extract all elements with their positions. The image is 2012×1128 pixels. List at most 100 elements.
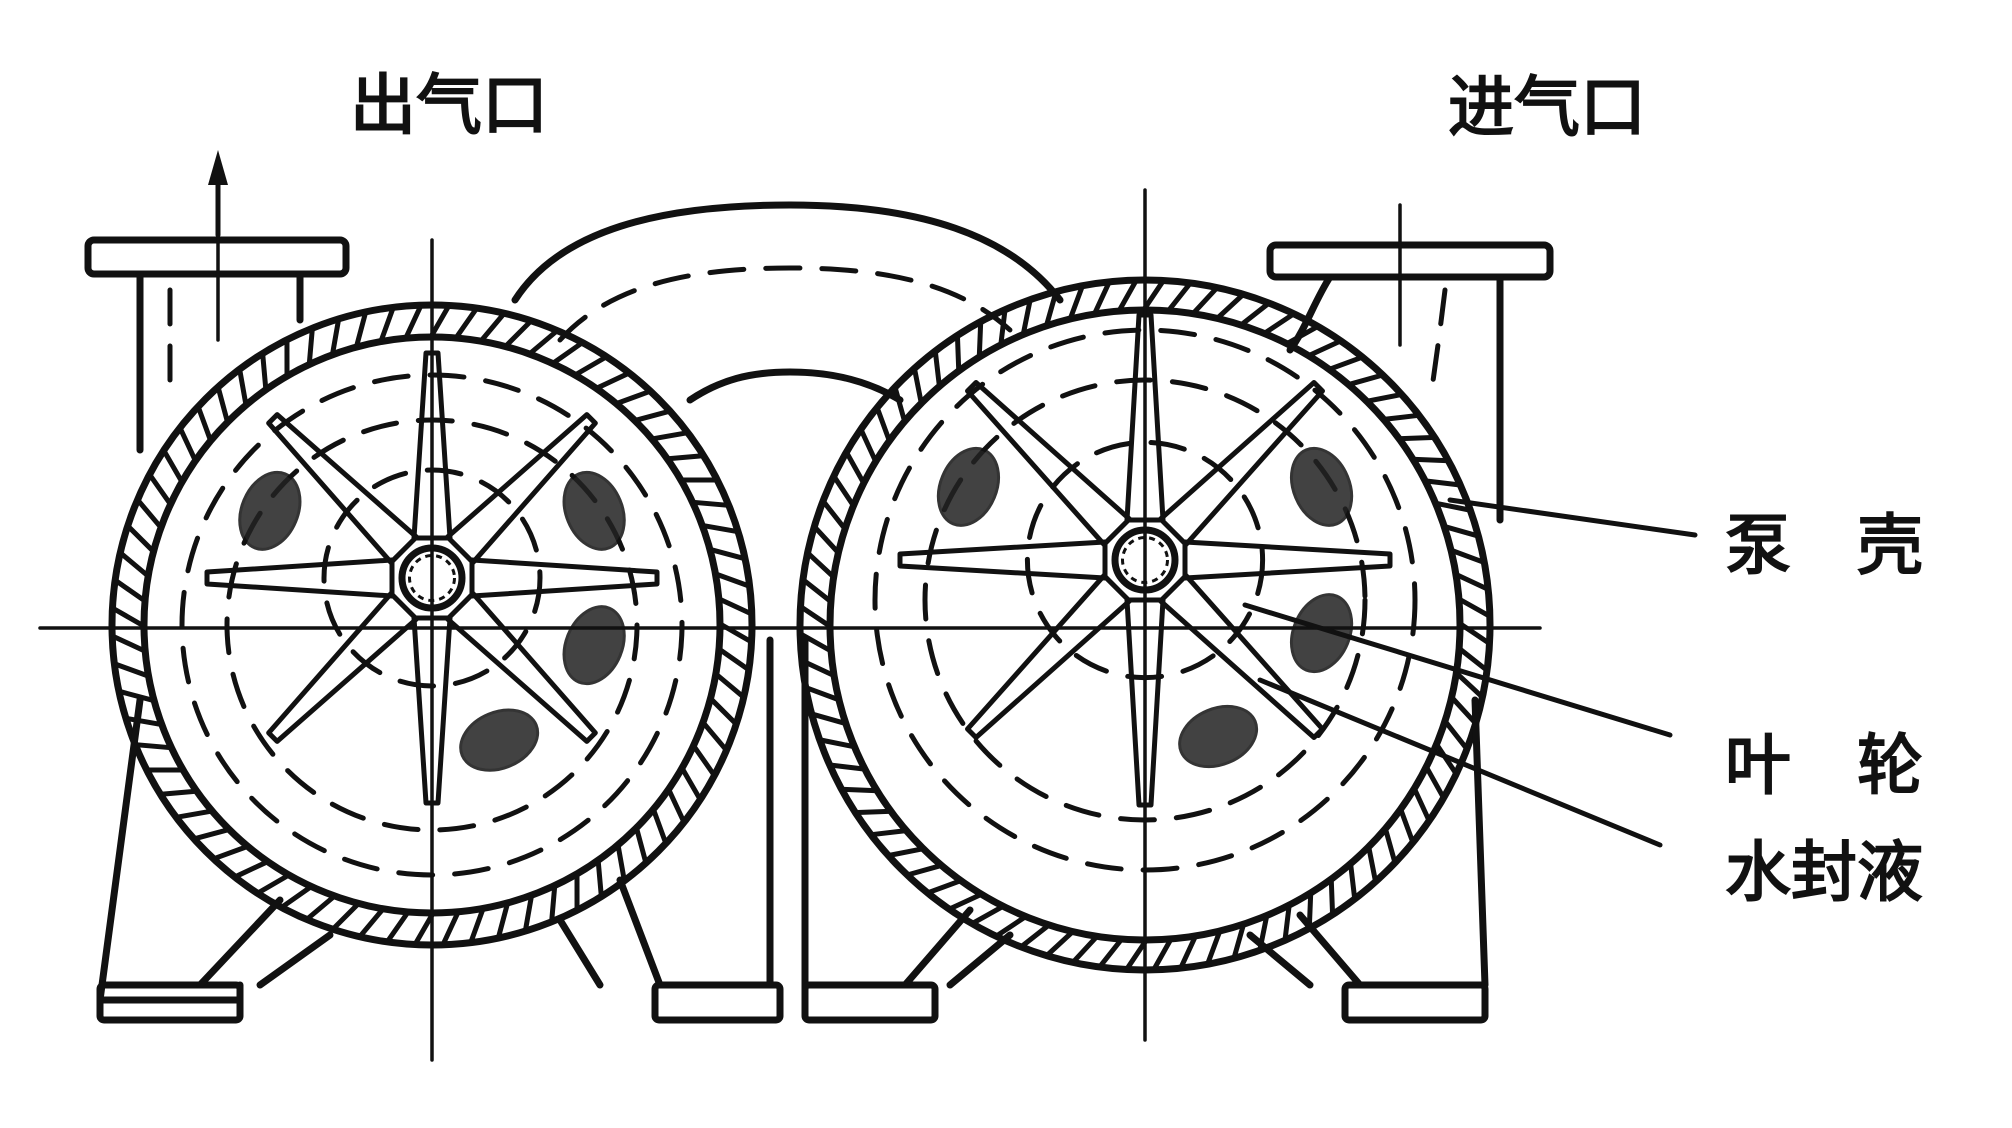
hatch-mark (998, 309, 1008, 346)
hatch-mark (859, 428, 878, 462)
leader-lines (1242, 497, 1698, 848)
hatch-mark (479, 312, 506, 342)
hatch-mark (175, 808, 213, 820)
hatch-mark (1068, 285, 1085, 320)
impeller-blade (965, 573, 1132, 740)
seal-liquid-pocket (238, 470, 302, 551)
impeller-blade (1158, 380, 1325, 547)
impeller-blade (411, 350, 453, 541)
hatch-mark (1286, 325, 1319, 346)
hatch-mark (832, 475, 855, 507)
hatch-mark (948, 892, 982, 911)
hatch-mark (702, 721, 728, 752)
hatch-mark (709, 697, 738, 726)
hatch-mark (1366, 392, 1402, 404)
hatch-mark (927, 878, 962, 895)
hatch-mark (1412, 456, 1449, 464)
hatch-mark (702, 523, 739, 534)
right-impeller (897, 312, 1393, 808)
hatch-mark (634, 409, 671, 423)
hatch-mark (971, 904, 1004, 925)
hatch-mark (1348, 863, 1357, 900)
hatch-mark (111, 634, 146, 653)
left-casing-hatch (111, 304, 753, 946)
hatch-mark (496, 902, 510, 939)
hatch-mark (1125, 939, 1148, 971)
hatch-mark (528, 329, 559, 355)
hatch-mark (306, 327, 315, 365)
seal-liquid-label: 水封液 (1725, 834, 1923, 911)
hatch-mark (1282, 904, 1292, 941)
impeller-blade (266, 591, 419, 744)
hatch-mark (234, 860, 269, 879)
seal-liquid-pocket (1289, 446, 1354, 527)
seal-liquid-pocket (459, 708, 540, 772)
hatch-mark (1092, 281, 1111, 315)
hatch-mark (801, 659, 835, 678)
hatch-mark (1443, 720, 1469, 750)
hatch-mark (906, 863, 942, 877)
hatch-mark (260, 353, 269, 390)
outlet-arrow-icon (208, 150, 228, 238)
hatch-mark (1117, 279, 1138, 312)
impeller-blade (266, 412, 419, 565)
impeller-blade (1124, 597, 1166, 808)
hatch-mark (955, 335, 962, 372)
impeller-blade (445, 591, 598, 744)
hatch-mark (1045, 930, 1074, 957)
hatch-mark (305, 895, 336, 921)
hatch-mark (160, 788, 197, 797)
impeller-blade (204, 557, 395, 599)
right-casing-hatch (799, 279, 1491, 971)
hatch-mark (1021, 299, 1033, 335)
hatch-mark (134, 742, 172, 751)
hatch-mark (136, 498, 162, 529)
hatch-mark (280, 885, 312, 909)
hatch-mark (1424, 766, 1445, 799)
hatch-mark (1044, 291, 1058, 327)
impeller-blade (445, 412, 598, 565)
hatch-mark (358, 908, 385, 938)
impeller-blade (1182, 539, 1393, 581)
hatch-mark (454, 307, 479, 339)
hatch-mark (574, 355, 608, 377)
hatch-mark (126, 524, 155, 553)
hatch-mark (1458, 647, 1488, 672)
hatch-mark (1412, 788, 1431, 822)
hatch-mark (468, 908, 485, 944)
hatch-mark (841, 786, 878, 794)
hatch-mark (634, 827, 648, 864)
hatch-mark (718, 597, 753, 616)
hatch-mark (330, 318, 341, 355)
hatch-mark (595, 371, 630, 390)
hatch-mark (549, 885, 558, 923)
hatch-mark (1179, 935, 1198, 969)
hatch-mark (413, 912, 435, 946)
hatch-mark (1192, 286, 1219, 315)
hatch-mark (718, 647, 750, 672)
impeller-blade (897, 539, 1108, 581)
right-pump-casing (796, 276, 1494, 1024)
hatch-mark (552, 341, 584, 365)
hatch-mark (870, 828, 907, 837)
hatch-mark (1232, 923, 1246, 959)
impeller-blade (1124, 312, 1166, 523)
hatch-mark (615, 844, 627, 882)
hatch-mark (1424, 478, 1461, 488)
hatch-mark (331, 902, 360, 931)
hatch-mark (379, 306, 396, 342)
hatch-mark (237, 368, 249, 406)
hatch-mark (615, 389, 651, 406)
hatch-mark (404, 304, 423, 339)
hatch-mark (196, 406, 213, 442)
hatch-mark (1366, 846, 1378, 882)
hatch-mark (845, 451, 866, 484)
outlet-label: 出气口 (350, 67, 548, 144)
hatch-mark (162, 449, 184, 483)
hatch-mark (1142, 279, 1165, 311)
hatch-mark (813, 525, 840, 554)
hatch-mark (893, 386, 907, 422)
hatch-mark (995, 915, 1027, 938)
hatch-mark (1458, 597, 1491, 618)
